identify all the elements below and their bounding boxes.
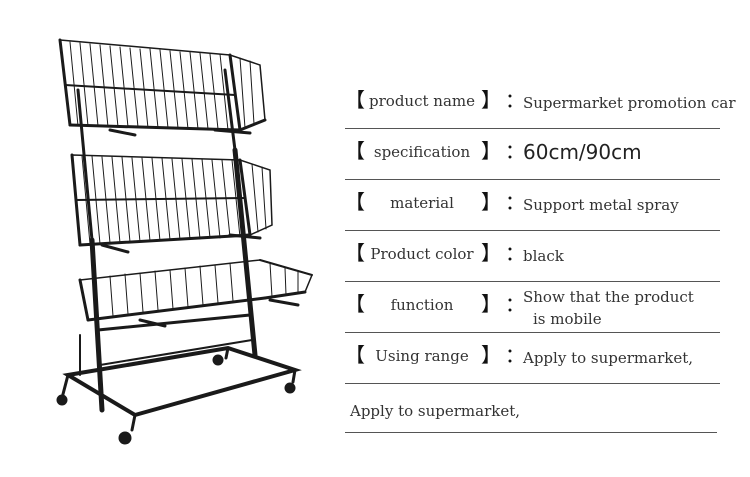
spec-value-line1: Show that the product — [523, 288, 694, 306]
spec-value: Show that the product is mobile — [523, 286, 723, 330]
spec-row-function: 【 function 】 ： Show that the product is … — [345, 282, 720, 333]
colon: ： — [505, 88, 525, 112]
spec-key: Using range — [375, 347, 469, 365]
bracket-open: 【 — [345, 190, 365, 214]
bracket-close: 】 — [481, 190, 501, 214]
spec-key: material — [390, 194, 454, 212]
bracket-close: 】 — [481, 88, 501, 112]
spec-key: specification — [373, 143, 471, 161]
spec-key: Product color — [370, 245, 474, 263]
bracket-open: 【 — [345, 241, 365, 265]
colon: ： — [505, 292, 525, 316]
spec-value: Support metal spray — [523, 196, 679, 214]
bracket-open: 【 — [345, 139, 365, 163]
colon: ： — [505, 139, 525, 163]
note-row: Apply to supermarket, — [345, 384, 717, 433]
spec-table: 【 product name 】 ： Supermarket promotion… — [345, 78, 736, 433]
spec-value: Apply to supermarket, — [523, 349, 694, 367]
spec-key: function — [390, 296, 454, 314]
bracket-close: 】 — [481, 343, 501, 367]
spec-value: 60cm/90cm — [523, 140, 642, 164]
spec-row-specification: 【 specification 】 ： 60cm/90cm — [345, 129, 720, 180]
spec-key: product name — [369, 92, 475, 110]
bracket-close: 】 — [481, 292, 501, 316]
colon: ： — [505, 343, 525, 367]
colon: ： — [505, 241, 525, 265]
bracket-open: 【 — [345, 88, 365, 112]
display-rack-image — [56, 38, 314, 445]
bracket-open: 【 — [345, 292, 365, 316]
spec-value: Supermarket promotion car — [523, 94, 736, 112]
spec-value: black — [523, 247, 564, 265]
spec-value-line2: is mobile — [533, 310, 602, 328]
bracket-close: 】 — [481, 139, 501, 163]
spec-row-using-range: 【 Using range 】 ： Apply to supermarket, — [345, 333, 720, 384]
note-text: Apply to supermarket, — [350, 402, 521, 420]
spec-row-material: 【 material 】 ： Support metal spray — [345, 180, 720, 231]
spec-row-product-name: 【 product name 】 ： Supermarket promotion… — [345, 78, 736, 129]
spec-row-product-color: 【 Product color 】 ： black — [345, 231, 720, 282]
bracket-open: 【 — [345, 343, 365, 367]
bracket-close: 】 — [481, 241, 501, 265]
colon: ： — [505, 190, 525, 214]
